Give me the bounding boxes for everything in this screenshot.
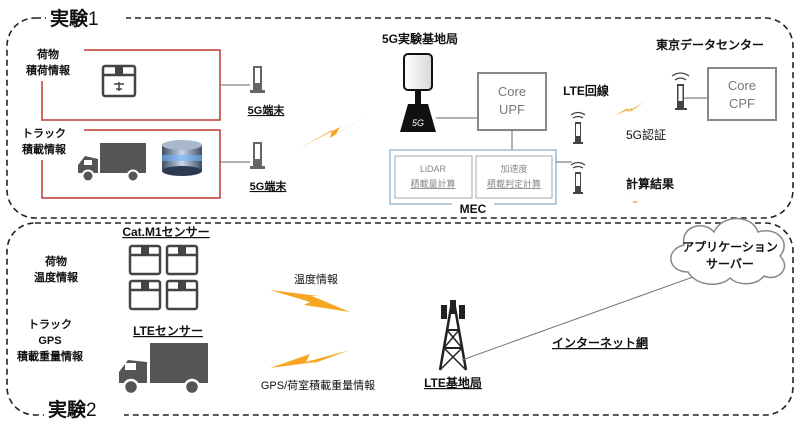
5g-terminal-label-top: 5G端末 <box>248 103 286 117</box>
truck-label-line2: 積載情報 <box>21 142 67 156</box>
truck-icon <box>78 143 146 183</box>
wireless-5g-lightning <box>300 112 372 148</box>
truck-info-box <box>41 129 221 199</box>
gps-info-label: GPS/荷室積載重量情報 <box>261 378 375 392</box>
tokyo-dc-label: 東京データセンター <box>656 37 764 52</box>
lidar-calc-line1: LiDAR <box>420 164 447 174</box>
experiment1-frame <box>6 17 794 219</box>
mec-label: MEC <box>460 202 487 216</box>
app-server-cloud <box>670 217 786 285</box>
cargo-temp-line2: 温度情報 <box>34 270 79 284</box>
truck-gps-line1: トラック <box>28 318 72 331</box>
package-icon-2 <box>165 244 199 276</box>
experiment1-title: 実験1 <box>50 7 99 30</box>
core-cpf-line2: CPF <box>729 96 755 111</box>
truck-gps-line3: 積載重量情報 <box>16 349 84 363</box>
lightning-temp <box>270 290 350 312</box>
core-cpf-line1: Core <box>728 78 756 93</box>
package-icon <box>101 64 137 98</box>
dc-antenna-icon <box>671 72 690 110</box>
app-server-line2: サーバー <box>706 257 754 271</box>
antenna-icon-lower <box>570 161 586 194</box>
lte-line-label: LTE回線 <box>563 83 609 98</box>
accel-calc-line1: 加速度 <box>500 163 527 174</box>
lidar-sensor-icon <box>162 140 202 176</box>
antenna-icon-upper <box>570 111 586 144</box>
calc-result-label: 計算結果 <box>626 176 674 191</box>
internet-link <box>461 267 719 361</box>
experiment2-title-bg <box>44 396 124 422</box>
cargo-label-bg <box>22 43 84 81</box>
truck-gps-line2: GPS <box>38 335 61 347</box>
mec-label-bg <box>452 201 494 215</box>
core-upf-line1: Core <box>498 84 526 99</box>
lte-tower-icon <box>438 300 468 371</box>
cargo-label-line1: 荷物 <box>36 47 59 61</box>
app-server-line1: アプリケーション <box>682 239 778 254</box>
lte-base-station-label: LTE基地局 <box>424 375 482 390</box>
lightning-auth <box>614 102 644 116</box>
package-icon-3 <box>128 279 162 311</box>
truck-label-line1: トラック <box>22 127 66 140</box>
internet-label: インターネット網 <box>552 335 648 350</box>
experiment2-frame <box>6 222 794 416</box>
package-icon-1 <box>128 244 162 276</box>
5g-terminal-device-top <box>250 66 265 93</box>
5g-base-station-label: 5G実験基地局 <box>382 31 458 46</box>
5g-terminal-label-bottom: 5G端末 <box>250 179 288 193</box>
core-cpf-box <box>707 67 777 121</box>
accel-calc-line2: 積載判定計算 <box>487 178 541 189</box>
lightning-gps <box>270 350 350 368</box>
core-upf-line2: UPF <box>499 102 525 117</box>
lte-sensor-label: LTEセンサー <box>133 324 203 338</box>
package-icon-4 <box>165 279 199 311</box>
catm1-label: Cat.M1センサー <box>122 225 209 239</box>
cargo-temp-line1: 荷物 <box>44 254 67 268</box>
lidar-calc-box <box>394 155 473 199</box>
cargo-label-line2: 積荷情報 <box>25 63 71 77</box>
experiment1-title-bg <box>46 4 126 30</box>
core-upf-box <box>477 72 547 131</box>
temp-info-label: 温度情報 <box>294 272 338 286</box>
accel-calc-box <box>475 155 553 199</box>
5g-terminal-device-bottom <box>250 142 265 169</box>
5g-auth-label: 5G認証 <box>626 127 666 142</box>
lidar-calc-line2: 積載量計算 <box>410 178 455 189</box>
5g-base-station-icon <box>400 53 436 132</box>
5g-badge: 5G <box>412 118 424 128</box>
lightning-result <box>620 192 652 212</box>
truck-icon-large <box>119 343 208 396</box>
truck-label-bg <box>14 122 84 160</box>
experiment2-title: 実験2 <box>48 398 97 421</box>
